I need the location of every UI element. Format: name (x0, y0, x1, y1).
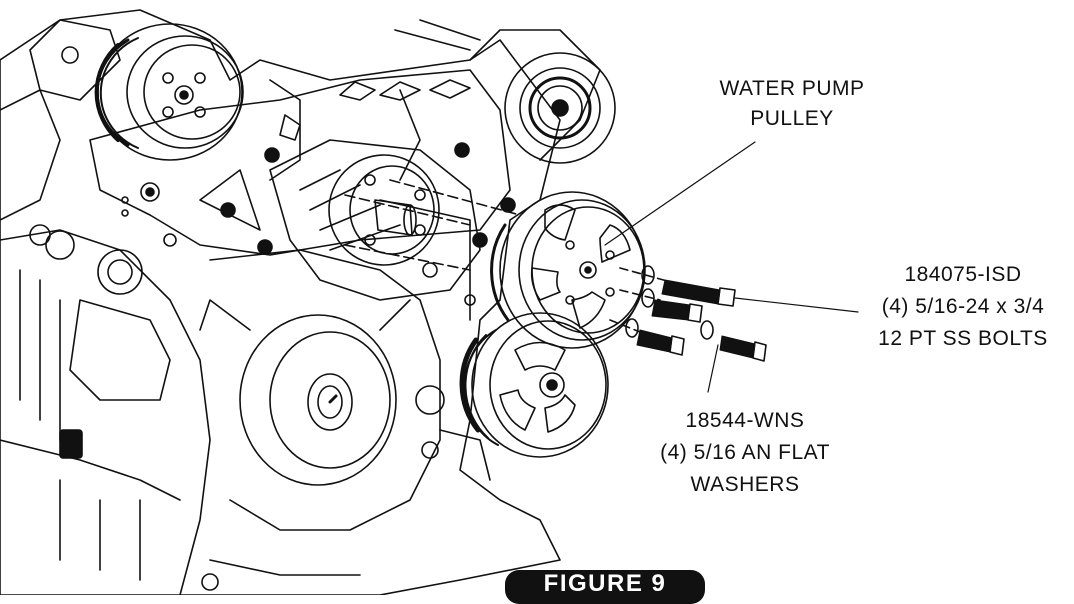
water-pump-pulley-label-line1: WATER PUMP (719, 77, 865, 100)
bolt-spec: (4) 5/16-24 x 3/4 (881, 295, 1045, 318)
water-pump-pulley (490, 191, 646, 349)
callout-leaders (604, 141, 859, 393)
alternator-pulley (394, 19, 616, 164)
crank-balancer (199, 299, 411, 486)
water-pump-pulley-label-line2: PULLEY (750, 107, 834, 130)
engine-block (0, 9, 561, 595)
lower-pulley (459, 312, 609, 458)
bolt-description: 12 PT SS BOLTS (878, 327, 1048, 350)
figure-label: FIGURE 9 (543, 570, 667, 597)
washer-description: WASHERS (690, 473, 800, 496)
bolt-washer-hardware (609, 265, 767, 362)
accessory-bracket (89, 69, 516, 256)
bolt-part-number: 184075-ISD (904, 263, 1022, 286)
washer-part-number: 18544-WNS (685, 409, 805, 432)
water-pump (269, 139, 521, 301)
washer-spec: (4) 5/16 AN FLAT (660, 441, 830, 464)
compressor-pulley (29, 19, 244, 161)
